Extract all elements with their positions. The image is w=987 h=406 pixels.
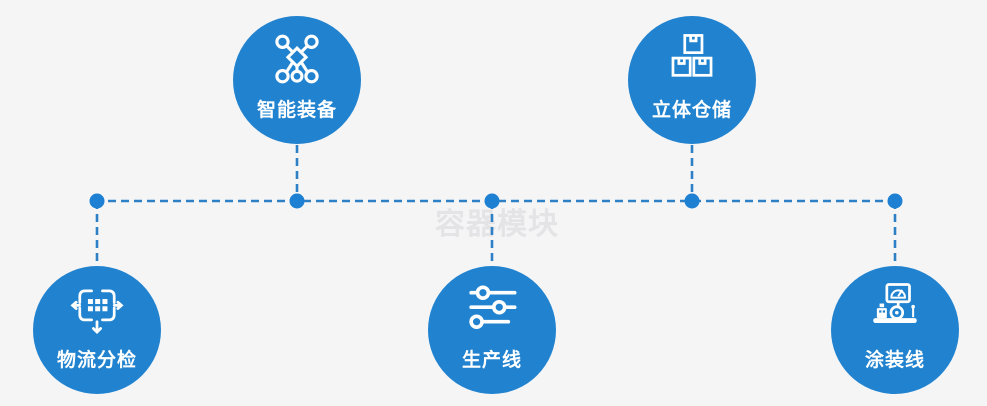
node-label: 涂装线 bbox=[864, 349, 925, 371]
node-label: 生产线 bbox=[461, 349, 522, 371]
watermark-text: 容器模块 bbox=[435, 208, 559, 241]
node-production-line[interactable]: 生产线 bbox=[428, 266, 556, 394]
stacked-boxes-icon bbox=[663, 29, 721, 89]
sort-distribute-icon bbox=[68, 279, 126, 339]
node-logistics-sorting[interactable]: 物流分检 bbox=[33, 266, 161, 394]
node-stereo-warehouse[interactable]: 立体仓储 bbox=[628, 16, 756, 144]
node-coating-line[interactable]: 涂装线 bbox=[831, 266, 959, 394]
network-nodes-icon bbox=[268, 29, 326, 89]
machine-station-icon bbox=[866, 279, 924, 339]
sliders-icon bbox=[463, 279, 521, 339]
node-smart-equipment[interactable]: 智能装备 bbox=[233, 16, 361, 144]
node-label: 物流分检 bbox=[56, 349, 137, 371]
node-label: 智能装备 bbox=[256, 99, 337, 121]
node-label: 立体仓储 bbox=[651, 99, 732, 121]
junction-dots bbox=[89, 193, 903, 209]
